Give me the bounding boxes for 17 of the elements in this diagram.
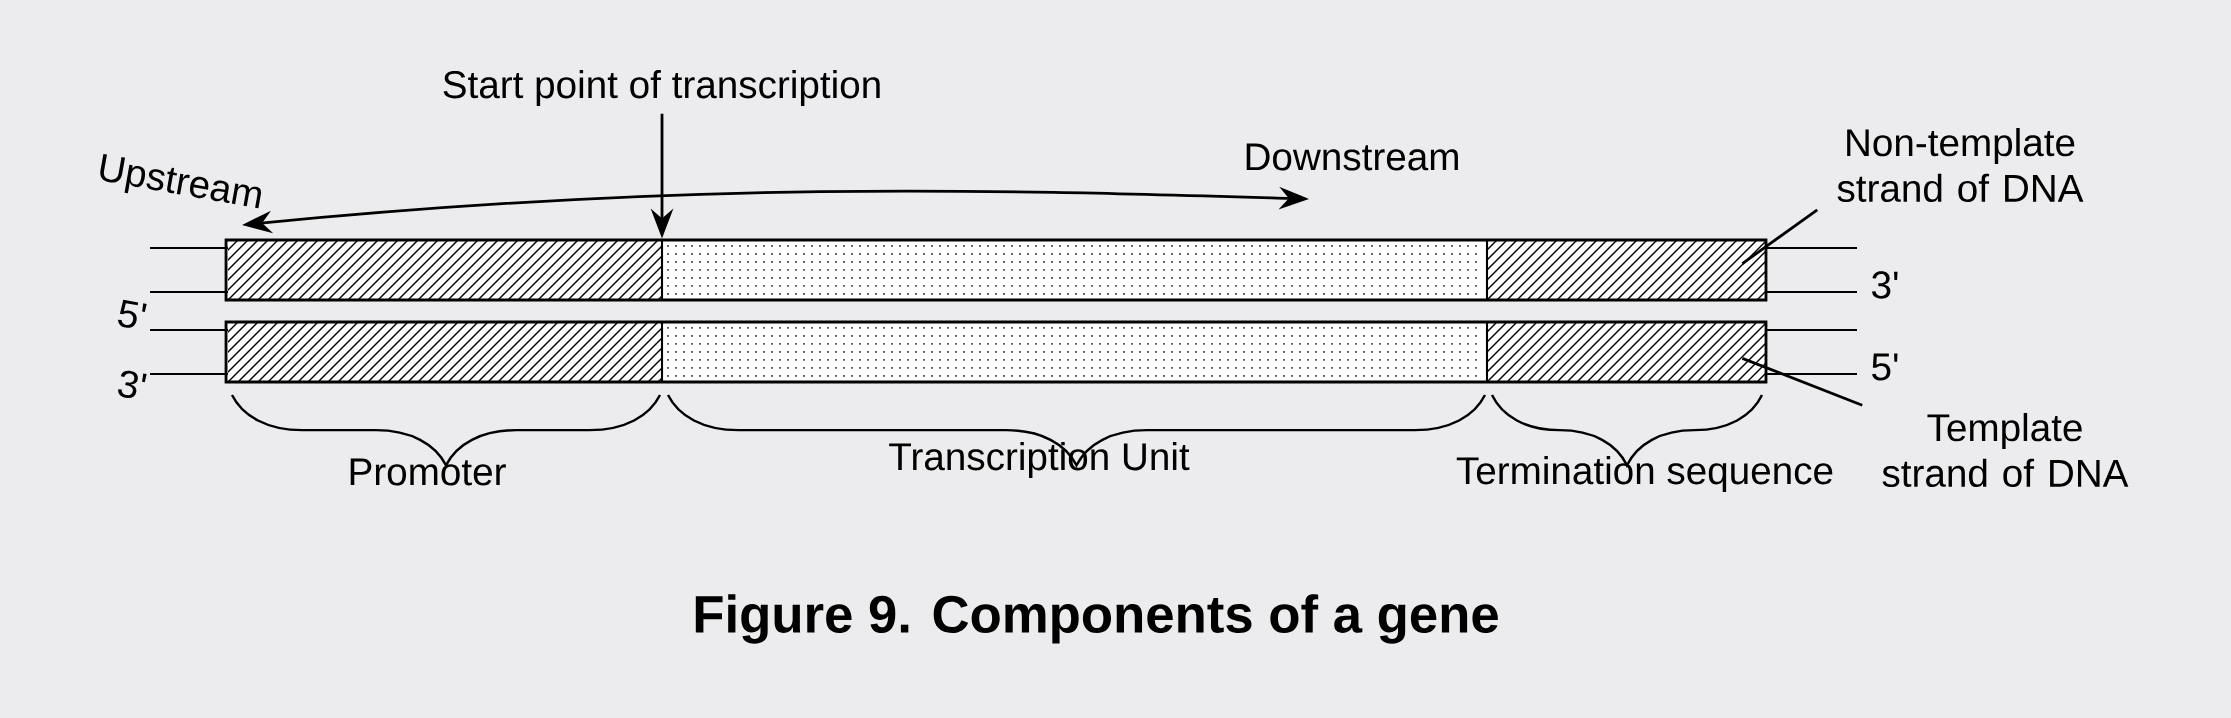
label-text: Termination sequence — [1456, 456, 1833, 492]
leader-line — [1741, 357, 1863, 407]
label-text: 3' — [118, 370, 147, 399]
label-text: Transcription Unit — [889, 442, 1190, 478]
label-text: Start point of transcription — [443, 70, 880, 106]
dna-strand — [150, 320, 1857, 384]
label-text: 5' — [118, 299, 147, 328]
label-text: Non-template strand of DNA — [1837, 127, 2084, 203]
caption: Figure 9. Components of a gene — [695, 594, 1498, 644]
label-text: Downstream — [1246, 143, 1458, 171]
label-text: Promoter — [350, 458, 506, 486]
label-text: 3' — [1872, 271, 1898, 299]
label-text: Template strand of DNA — [1882, 412, 2129, 488]
label-text: Upstream — [100, 153, 261, 209]
label-text: 5' — [1872, 353, 1898, 381]
dna-strand — [150, 238, 1857, 302]
leader-line — [1741, 208, 1819, 265]
